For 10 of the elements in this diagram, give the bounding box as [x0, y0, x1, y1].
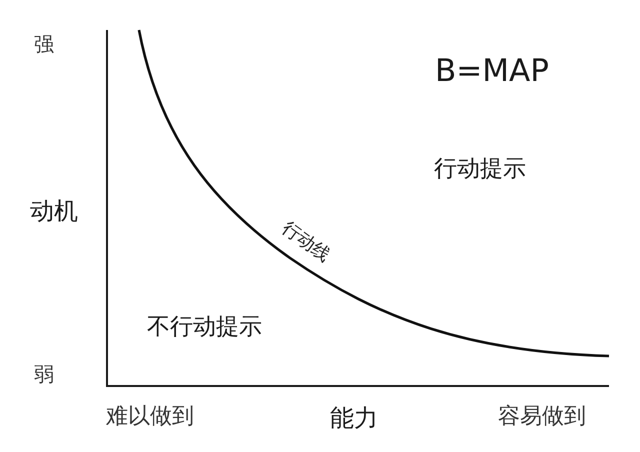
axis-tick-label: 弱 [34, 364, 54, 384]
axis-title: 动机 [30, 199, 78, 223]
axis-tick-label: 容易做到 [498, 406, 586, 428]
formula-text: B=MAP [435, 56, 549, 87]
axis-tick-label: 强 [34, 34, 54, 54]
curve-label: 行动线 [278, 219, 333, 266]
region-label: 不行动提示 [147, 316, 262, 339]
axis-title: 能力 [330, 406, 378, 430]
axis-tick-label: 难以做到 [106, 406, 194, 428]
region-label: 行动提示 [434, 158, 526, 181]
